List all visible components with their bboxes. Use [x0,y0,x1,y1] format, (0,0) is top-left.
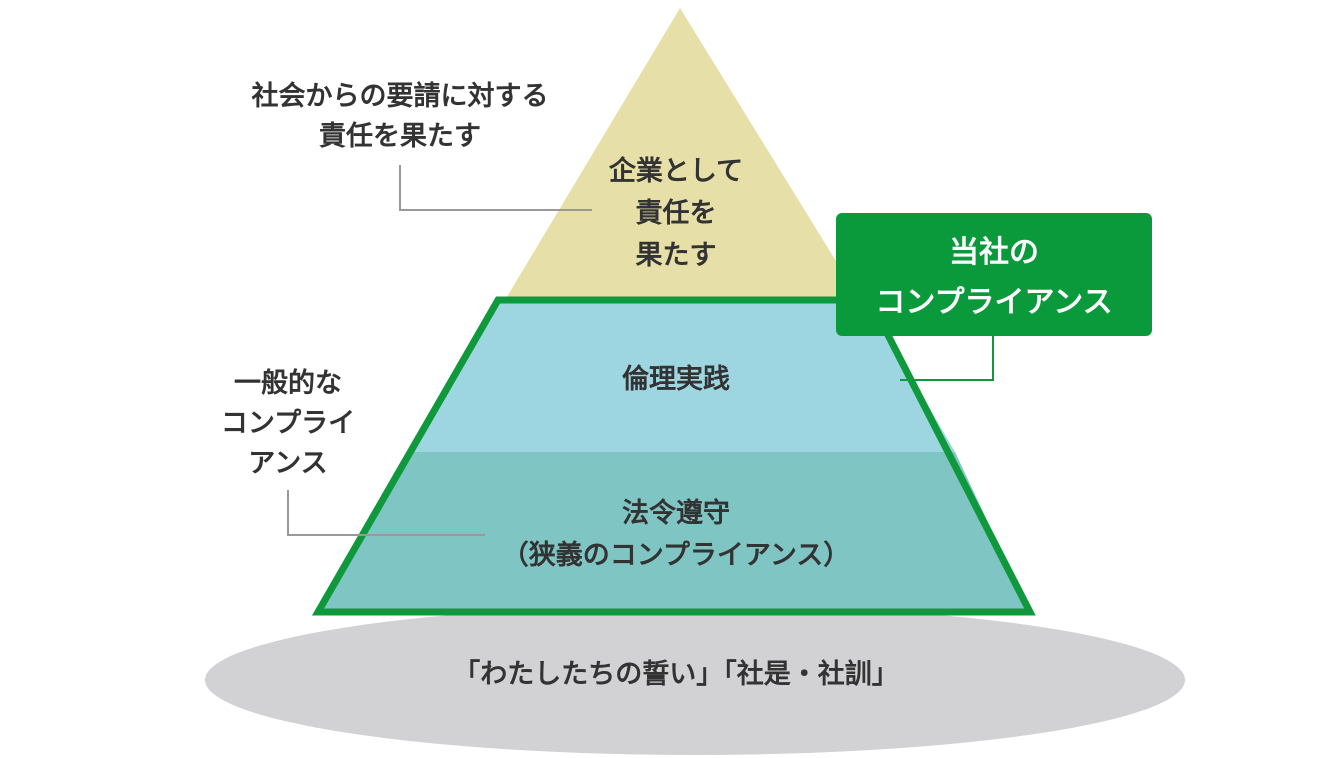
pyramid-top-section [505,8,860,300]
general-annotation-line-3: アンス [248,448,327,479]
base-ellipse [205,605,1185,755]
bottom-label-line-1: 法令遵守 [622,497,730,529]
bottom-label-line-2: （狭義のコンプライアンス） [502,539,851,571]
company-box-line-1: 当社の [949,235,1039,270]
top-label-line-3: 果たす [636,240,717,271]
pyramid-middle-section [413,302,955,452]
top-label-line-1: 企業として [609,155,743,187]
base-label: 「わたしたちの誓い」「社是・社訓」 [453,658,899,690]
company-compliance-outline [311,296,1036,616]
leader-line-society [399,165,592,211]
society-annotation-line-2: 責任を果たす [319,121,481,152]
middle-label: 倫理実践 [622,363,730,395]
society-annotation-line-1: 社会からの要請に対する [252,80,549,112]
company-compliance-box [836,213,1152,336]
leader-line-general [287,490,485,536]
general-annotation-line-2: コンプライ [221,408,355,439]
top-label-line-2: 責任を [636,198,717,229]
general-annotation-line-1: 一般的な [234,367,342,399]
company-box-line-2: コンプライアンス [875,285,1112,320]
pyramid-bottom-section [320,452,1030,612]
leader-line-company [900,336,994,381]
